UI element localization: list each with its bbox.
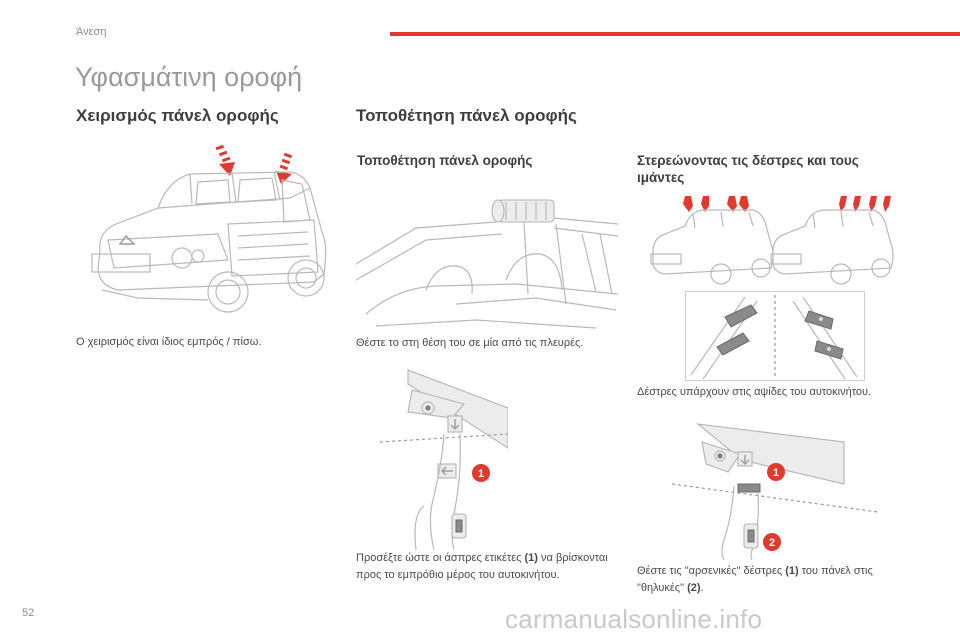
- left-heading: Χειρισμός πάνελ οροφής: [76, 106, 279, 125]
- middle-caption-2-text-a: Προσέξτε ώστε οι άσπρες ετικέτες: [356, 552, 525, 564]
- header-accent-bar: [390, 32, 960, 36]
- middle-caption-2: Προσέξτε ώστε οι άσπρες ετικέτες (1) να …: [356, 550, 620, 584]
- female-fastener-left: [716, 304, 758, 356]
- female-fasteners-illustration: [685, 291, 865, 381]
- right-subheading: Στερεώνοντας τις δέστρες και τους ιμάντε…: [637, 153, 859, 185]
- middle-heading: Τοποθέτηση πάνελ οροφής: [356, 106, 577, 125]
- middle-subheading: Τοποθέτηση πάνελ οροφής: [357, 153, 533, 168]
- car-rear-arrows-icon: [839, 196, 891, 212]
- car-roof-illustration: [91, 144, 327, 313]
- callout-1-label: 1: [478, 468, 484, 480]
- watermark: carmanualsonline.info: [505, 604, 763, 634]
- callout-2-marker: [763, 533, 781, 551]
- right-caption-2-text-a: Θέστε τις "αρσενικές" δέστρες: [637, 565, 786, 577]
- female-fastener-right: [804, 310, 844, 360]
- roof-label-detail-illustration: 1: [379, 369, 508, 550]
- callout-2-label: 2: [769, 537, 775, 549]
- right-caption-2-ref-1: (1): [785, 565, 799, 577]
- section-label: Άνεση: [76, 26, 107, 38]
- middle-caption-1: Θέστε το στη θέση του σε μία από τις πλε…: [356, 337, 584, 349]
- right-caption-2: Θέστε τις "αρσενικές" δέστρες (1) του πά…: [637, 563, 895, 597]
- male-fasteners-detail-illustration: 1 2: [671, 423, 879, 560]
- callout-1-marker-right: [767, 463, 785, 481]
- page-number: 52: [22, 607, 35, 619]
- page-title: Υφασμάτινη οροφή: [75, 62, 303, 92]
- right-caption-2-text-c: .: [700, 582, 704, 594]
- rolled-roof-panel-icon: [491, 199, 555, 223]
- middle-caption-2-text-b: να βρίσκονται προς το εμπρόθιο μέρος του…: [356, 552, 608, 581]
- left-caption: Ο χειρισμός είναι ίδιος εμπρός / πίσω.: [76, 336, 262, 348]
- car-front-arrows-icon: [683, 196, 749, 212]
- right-caption-1: Δέστρες υπάρχουν στις αψίδες του αυτοκιν…: [637, 386, 872, 398]
- middle-caption-2-ref: (1): [524, 552, 538, 564]
- red-arrow-rear-icon: [276, 152, 293, 184]
- right-caption-2-text-b: του πάνελ στις "θηλυκές": [637, 565, 873, 594]
- right-caption-2-ref-2: (2): [687, 582, 701, 594]
- callout-1-marker: [472, 464, 490, 482]
- red-arrow-front-icon: [215, 144, 235, 176]
- male-fastener: [737, 483, 761, 493]
- two-cars-arches-illustration: [650, 196, 894, 285]
- roof-roll-placement-illustration: [356, 199, 618, 329]
- callout-1-label-right: 1: [773, 467, 779, 479]
